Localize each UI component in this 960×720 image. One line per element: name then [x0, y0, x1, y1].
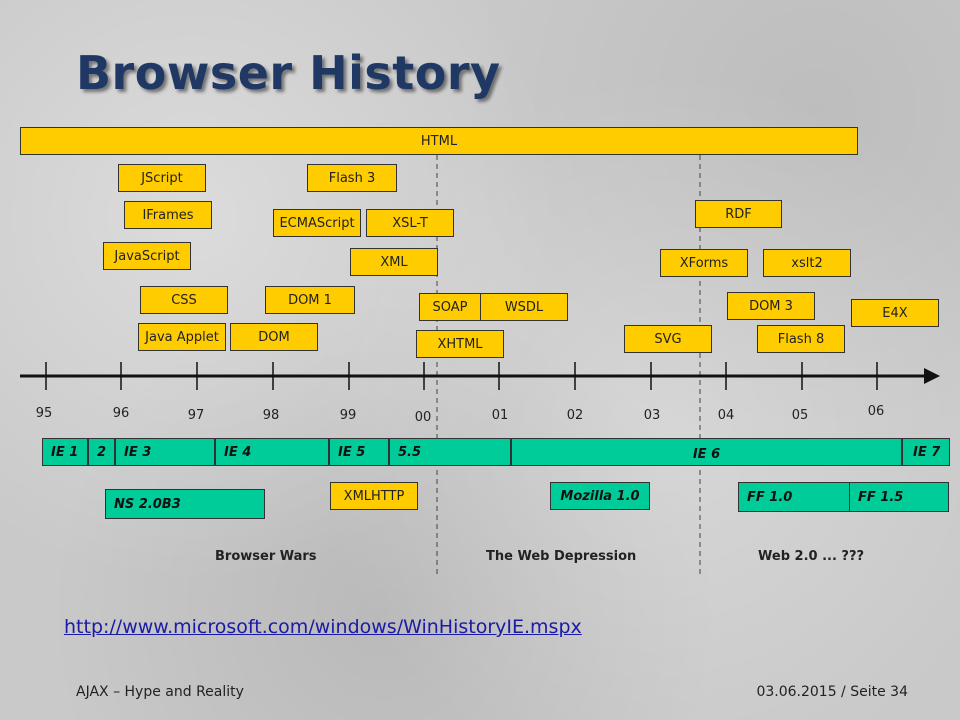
timeline-ticks	[45, 362, 878, 390]
ie-version-7: IE 7	[902, 438, 950, 466]
timeline-arrowhead	[924, 368, 940, 384]
year-label-98: 98	[262, 408, 280, 423]
year-label-00: 00	[414, 410, 432, 425]
tech-jscript: JScript	[118, 164, 206, 192]
tech-dom3: DOM 3	[727, 292, 815, 320]
era-web-depression: The Web Depression	[486, 549, 637, 564]
tech-xhtml: XHTML	[416, 330, 504, 358]
tech-javascript: JavaScript	[103, 242, 191, 270]
ie-version-1: IE 1	[42, 438, 88, 466]
ie-version-6: IE 6	[511, 438, 902, 466]
tech-xml: XML	[350, 248, 438, 276]
tech-xslt: XSL-T	[366, 209, 454, 237]
year-label-01: 01	[491, 408, 509, 423]
html-bar: HTML	[20, 127, 858, 155]
tech-svg: SVG	[624, 325, 712, 353]
year-label-02: 02	[566, 408, 584, 423]
year-label-97: 97	[187, 408, 205, 423]
tech-xmlhttp: XMLHTTP	[330, 482, 418, 510]
tech-xforms: XForms	[660, 249, 748, 277]
firefox-1-bar: FF 1.0	[738, 482, 850, 512]
firefox-1-5-bar: FF 1.5	[849, 482, 949, 512]
year-label-99: 99	[339, 408, 357, 423]
tech-e4x: E4X	[851, 299, 939, 327]
tech-flash3: Flash 3	[307, 164, 397, 192]
ie-version-4: IE 4	[215, 438, 329, 466]
tech-dom: DOM	[230, 323, 318, 351]
ie-version-5: IE 5	[329, 438, 389, 466]
tech-soap: SOAP	[419, 293, 481, 321]
tech-rdf: RDF	[695, 200, 782, 228]
source-link[interactable]: http://www.microsoft.com/windows/WinHist…	[64, 616, 582, 638]
tech-flash8: Flash 8	[757, 325, 845, 353]
ie-version-2: 2	[88, 438, 115, 466]
era-browser-wars: Browser Wars	[215, 549, 317, 564]
footer-date-page: 03.06.2015 / Seite 34	[756, 684, 908, 700]
year-label-96: 96	[112, 406, 130, 421]
ie-version-5-5: 5.5	[389, 438, 511, 466]
tech-iframes: IFrames	[124, 201, 212, 229]
year-label-03: 03	[643, 408, 661, 423]
tech-css: CSS	[140, 286, 228, 314]
tech-dom1: DOM 1	[265, 286, 355, 314]
netscape-bar: NS 2.0B3	[105, 489, 265, 519]
year-label-05: 05	[791, 408, 809, 423]
page-title: Browser History	[76, 46, 501, 100]
year-label-95: 95	[35, 406, 53, 421]
year-label-06: 06	[867, 404, 885, 419]
year-label-04: 04	[717, 408, 735, 423]
tech-wsdl: WSDL	[480, 293, 568, 321]
tech-ecmascript: ECMAScript	[273, 209, 361, 237]
era-web2: Web 2.0 ... ???	[758, 549, 865, 564]
footer-title: AJAX – Hype and Reality	[76, 684, 244, 700]
mozilla-bar: Mozilla 1.0	[550, 482, 650, 510]
tech-java-applet: Java Applet	[138, 323, 226, 351]
tech-xslt2: xslt2	[763, 249, 851, 277]
ie-version-3: IE 3	[115, 438, 215, 466]
